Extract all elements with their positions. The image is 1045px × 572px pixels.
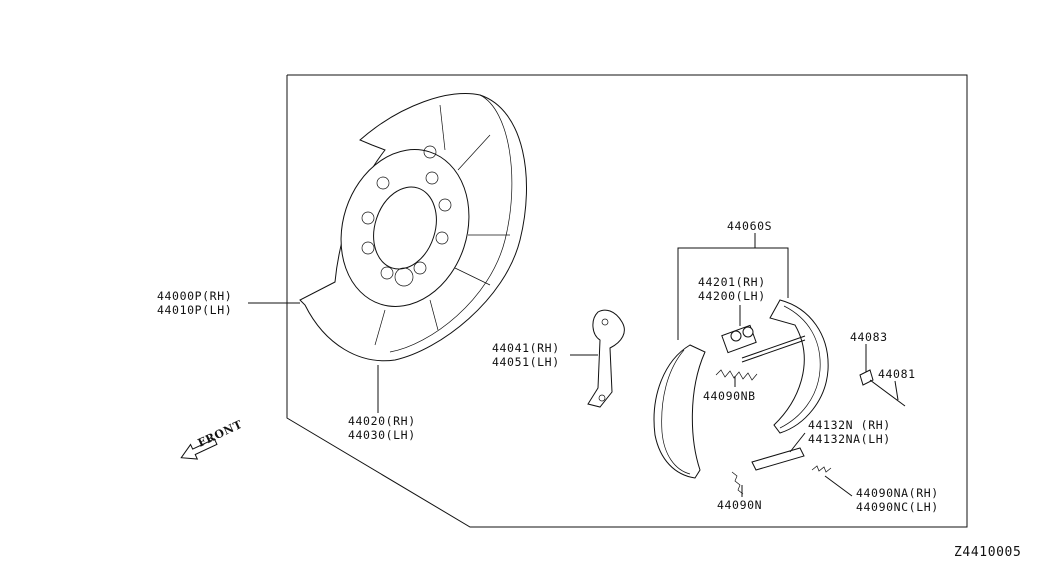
label-44041-rh: 44041(RH) bbox=[492, 341, 560, 355]
leader-lines bbox=[248, 233, 899, 497]
label-44200-lh: 44200(LH) bbox=[698, 289, 766, 303]
label-44081: 44081 bbox=[878, 367, 916, 381]
parking-lever-drawing bbox=[587, 309, 625, 408]
spring-na-drawing bbox=[811, 465, 832, 473]
label-44010P-lh: 44010P(LH) bbox=[157, 303, 232, 317]
label-44060S: 44060S bbox=[727, 219, 772, 233]
front-arrow bbox=[180, 438, 218, 460]
wheel-cylinder-drawing bbox=[721, 324, 757, 354]
front-arrow-icon bbox=[180, 438, 218, 460]
label-44020-rh: 44020(RH) bbox=[348, 414, 416, 428]
diagram-frame bbox=[286, 74, 968, 528]
adjuster-spring-drawing bbox=[715, 335, 806, 381]
label-44000P-rh: 44000P(RH) bbox=[157, 289, 232, 303]
label-44090NA-rh: 44090NA(RH) bbox=[856, 486, 939, 500]
label-44090N: 44090N bbox=[717, 498, 762, 512]
strut-drawing bbox=[751, 447, 805, 471]
diagram-code: Z4410005 bbox=[954, 545, 1021, 560]
label-44090NC-lh: 44090NC(LH) bbox=[856, 500, 939, 514]
pin-drawing bbox=[869, 379, 906, 407]
label-44030-lh: 44030(LH) bbox=[348, 428, 416, 442]
spring-n-drawing bbox=[731, 471, 744, 495]
label-44051-lh: 44051(LH) bbox=[492, 355, 560, 369]
brake-shoes-drawing bbox=[653, 299, 829, 479]
label-44090NB: 44090NB bbox=[703, 389, 756, 403]
backing-plate-drawing bbox=[299, 92, 528, 362]
label-front: FRONT bbox=[196, 418, 245, 450]
label-44083: 44083 bbox=[850, 330, 888, 344]
label-44132N-rh: 44132N (RH) bbox=[808, 418, 891, 432]
retainer-drawing bbox=[859, 369, 874, 386]
label-44201-rh: 44201(RH) bbox=[698, 275, 766, 289]
label-44132NA-lh: 44132NA(LH) bbox=[808, 432, 891, 446]
